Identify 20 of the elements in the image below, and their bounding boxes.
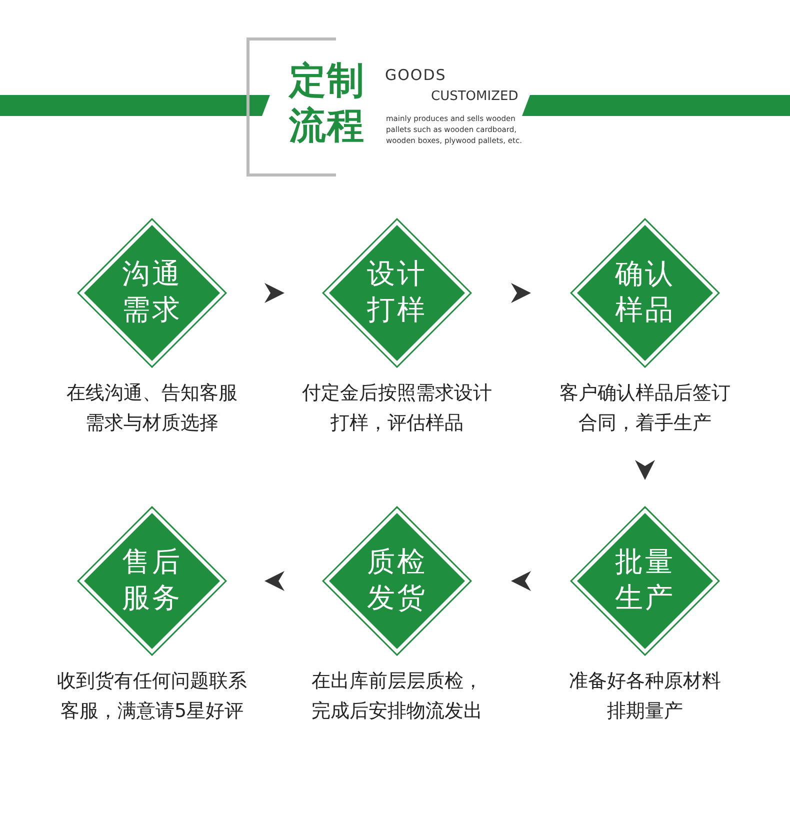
- chevron-arrow: [264, 571, 284, 591]
- step-title: 确认样品: [614, 256, 676, 328]
- chevron-arrow: [511, 571, 531, 591]
- chevron-arrow: [264, 283, 284, 303]
- step-description: 准备好各种原材料排期量产: [568, 669, 722, 724]
- title: 定制流程: [289, 58, 366, 148]
- step-description: 在出库前层层质检，完成后安排物流发出: [310, 669, 484, 724]
- step-description: 收到货有任何问题联系客服，满意请5星好评: [56, 669, 248, 724]
- chevron-arrow: [511, 283, 531, 303]
- header-text: CUSTOMIZED: [431, 89, 518, 104]
- step-title: 设计打样: [366, 256, 428, 328]
- step-title: 售后服务: [121, 544, 183, 616]
- step-description: 客户确认样品后签订合同，着手生产: [558, 381, 732, 436]
- step-description: 在线沟通、告知客服需求与材质选择: [66, 381, 238, 436]
- step-description: 付定金后按照需求设计打样，评估样品: [301, 381, 493, 436]
- step-title: 批量生产: [614, 544, 676, 616]
- step-title: 质检发货: [366, 544, 428, 616]
- header-text: GOODS: [385, 66, 446, 84]
- chevron-arrow: [635, 460, 655, 480]
- step-title: 沟通需求: [121, 256, 183, 328]
